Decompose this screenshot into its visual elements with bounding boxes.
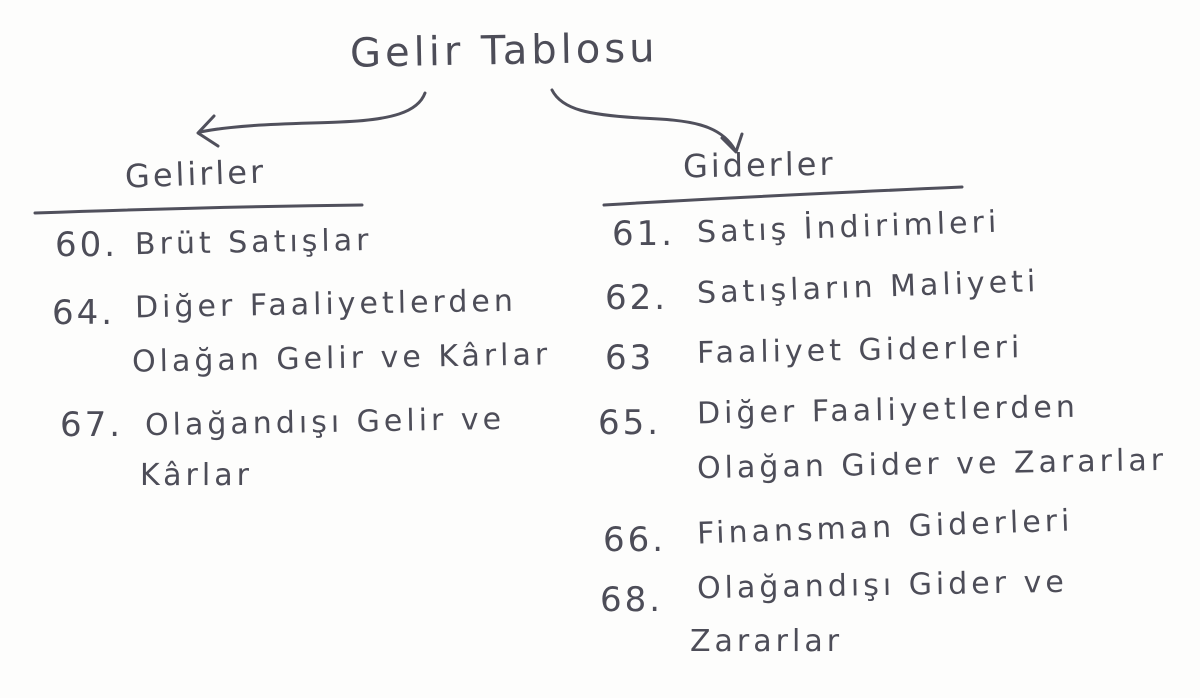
item-text: Kârlar	[140, 458, 253, 493]
giderler-underline	[602, 185, 964, 207]
item-code: 62.	[605, 278, 669, 318]
item-text: Brüt Satışlar	[134, 222, 373, 263]
arrowhead-gelirler	[196, 114, 220, 148]
arrow-to-gelirler	[198, 91, 427, 134]
item-code: 65.	[598, 403, 662, 443]
item-code: 60.	[55, 225, 119, 265]
item-code: 61.	[612, 214, 676, 254]
item-code: 68.	[600, 580, 664, 620]
gelirler-heading: Gelirler	[124, 152, 267, 196]
item-text: Diğer Faaliyetlerden	[696, 389, 1080, 432]
item-code: 66.	[603, 520, 667, 560]
item-code: 64.	[52, 293, 116, 333]
item-text: Faaliyet Giderleri	[696, 330, 1024, 371]
item-text: Olağandışı Gelir ve	[144, 401, 506, 444]
arrow-to-giderler	[550, 88, 737, 152]
gelirler-underline	[33, 203, 364, 215]
item-text: Diğer Faaliyetlerden	[134, 283, 518, 326]
diagram-title: Gelir Tablosu	[349, 25, 659, 77]
item-code: 67.	[60, 405, 124, 445]
arrowhead-giderler	[720, 132, 744, 154]
item-text: Zararlar	[690, 624, 844, 659]
item-code: 63	[605, 338, 655, 378]
giderler-heading: Giderler	[682, 144, 836, 186]
item-text: Olağan Gelir ve Kârlar	[131, 337, 552, 380]
item-text: Olağandışı Gider ve	[696, 564, 1069, 607]
